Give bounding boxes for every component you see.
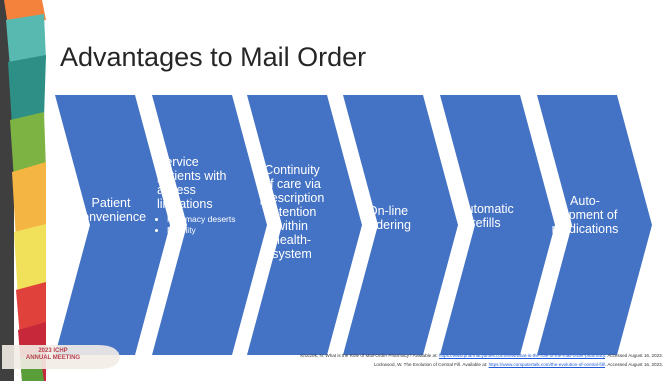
reference-item: Kruczek, N. What is the Role of Mail-Ord…: [300, 353, 663, 358]
bullet-item: Mobility: [167, 225, 236, 236]
chevron-5: [440, 95, 555, 355]
chevron-1: [55, 95, 170, 355]
chevron-2: [152, 95, 267, 355]
chevron-6: [537, 95, 652, 355]
chevron-label-4: On-line ordering: [365, 204, 411, 232]
chevron-2-bullets: Pharmacy deserts Mobility: [157, 214, 236, 236]
meeting-logo-text: 2023 ICHP ANNUAL MEETING: [25, 348, 81, 361]
chevron-label-2: Service patients with access limitations…: [157, 140, 237, 250]
references: Kruczek, N. What is the Role of Mail-Ord…: [103, 351, 663, 369]
chevron-3: [247, 95, 362, 355]
reference-link[interactable]: https://www.computertalk.com/the-evoluti…: [488, 362, 606, 367]
meeting-logo: [2, 345, 120, 369]
reference-link[interactable]: https://www.pharmacytimes.com/view/what-…: [438, 353, 606, 358]
chevron-label-6: Auto-shipment of medications: [551, 194, 619, 236]
chevron-4: [343, 95, 458, 355]
reference-item: Lockwood, W. The Evolution of Central Fi…: [373, 362, 663, 367]
chevron-label-5: Automatic refills: [458, 202, 514, 230]
bullet-item: Pharmacy deserts: [167, 214, 236, 225]
chevron-label-1: Patient convenience: [75, 196, 147, 224]
slide-title: Advantages to Mail Order: [60, 42, 367, 72]
chevron-label-3: Continuity of care via prescription rete…: [259, 163, 325, 261]
